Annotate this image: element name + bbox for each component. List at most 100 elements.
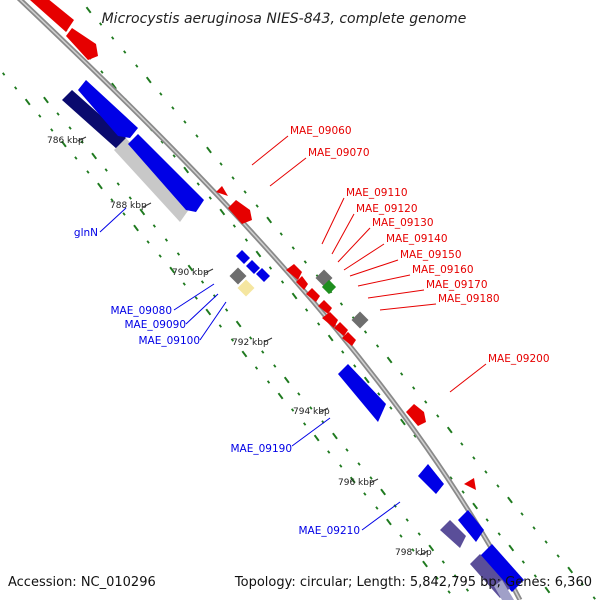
gene-arrow[interactable] xyxy=(66,28,98,60)
gene-box-gray[interactable] xyxy=(229,267,247,285)
gc-dot xyxy=(104,168,108,172)
gene-arrow[interactable] xyxy=(494,580,514,600)
gc-dot xyxy=(206,146,212,154)
gene-arrow[interactable] xyxy=(338,364,386,422)
gene-arrow[interactable] xyxy=(286,264,302,280)
gc-dot xyxy=(436,414,440,418)
gc-dot xyxy=(171,106,175,110)
gene-arrow[interactable] xyxy=(78,80,138,138)
gc-dot xyxy=(208,196,212,200)
gene-arrow[interactable] xyxy=(342,332,356,346)
gene-arrow[interactable] xyxy=(228,200,252,224)
gc-dot xyxy=(303,260,307,264)
gene-arrow[interactable] xyxy=(334,322,348,336)
gene-arrow[interactable] xyxy=(256,268,270,282)
gene-label-forward[interactable]: MAE_09150 xyxy=(400,249,462,261)
gene-label-forward[interactable]: MAE_09070 xyxy=(308,147,370,159)
gc-dot xyxy=(277,392,284,400)
gene-label-forward[interactable]: MAE_09200 xyxy=(488,353,550,365)
gene-arrow[interactable] xyxy=(128,134,204,212)
gc-dot xyxy=(266,380,271,384)
gc-dot xyxy=(400,372,404,376)
gene-arrow[interactable] xyxy=(296,276,308,290)
gene-arrow[interactable] xyxy=(480,544,524,592)
gc-dot xyxy=(411,548,415,552)
gc-dot xyxy=(363,376,370,384)
gc-dot xyxy=(218,324,222,328)
gene-arrow[interactable] xyxy=(440,520,466,548)
gc-dot xyxy=(268,266,273,270)
tick-label: 796 kbp xyxy=(338,478,375,488)
gene-label-forward[interactable]: MAE_09110 xyxy=(346,187,408,199)
gene-label-reverse[interactable]: MAE_09090 xyxy=(124,319,186,331)
gc-dot xyxy=(341,350,345,354)
gc-dot xyxy=(592,596,596,600)
gc-dot xyxy=(231,176,235,180)
gene-box-gray[interactable] xyxy=(351,311,369,329)
gc-dot xyxy=(255,250,262,258)
gene-arrow[interactable] xyxy=(318,300,332,314)
gene-arrow[interactable] xyxy=(306,288,320,302)
gc-dot xyxy=(283,376,290,384)
gc-dot xyxy=(461,490,465,494)
gc-dot xyxy=(428,544,435,552)
gc-dot xyxy=(219,208,226,216)
gene-arrow[interactable] xyxy=(418,464,444,494)
gene-arrow[interactable] xyxy=(114,138,190,222)
forward-gene-labels xyxy=(251,135,487,393)
gc-dot xyxy=(38,114,42,118)
gene-label-reverse[interactable]: MAE_09100 xyxy=(138,335,200,347)
gc-dot xyxy=(183,166,190,174)
gene-label-reverse[interactable]: MAE_09210 xyxy=(298,525,360,537)
gc-dot xyxy=(111,82,117,90)
gene-arrow[interactable] xyxy=(464,478,476,490)
gene-label-forward[interactable]: MAE_09120 xyxy=(356,203,418,215)
gene-arrow[interactable] xyxy=(216,186,228,196)
gene-label-forward[interactable]: MAE_09160 xyxy=(412,264,474,276)
gc-dot xyxy=(353,364,357,368)
gene-arrow[interactable] xyxy=(322,312,338,328)
gc-dot xyxy=(413,434,417,438)
gc-dot xyxy=(472,456,476,460)
gene-arrow[interactable] xyxy=(62,90,126,150)
gene-box-yellow[interactable] xyxy=(237,279,255,297)
gene-arrow[interactable] xyxy=(30,0,74,32)
backbone-arc-highlight xyxy=(19,0,521,600)
tick-mark xyxy=(419,550,429,556)
gene-label-reverse[interactable]: glnN xyxy=(74,227,98,239)
gc-dot xyxy=(291,292,298,300)
gc-dot xyxy=(183,120,187,124)
gc-dot xyxy=(244,238,249,242)
gc-dot xyxy=(485,518,489,522)
gene-arrow[interactable] xyxy=(458,510,484,542)
gene-box-green[interactable] xyxy=(321,279,337,295)
gc-dot xyxy=(460,442,464,446)
gc-dot xyxy=(164,238,169,242)
gc-dot xyxy=(172,154,176,158)
gc-dot xyxy=(224,308,229,312)
tick-label: 794 kbp xyxy=(293,407,330,417)
gc-dot xyxy=(279,232,283,236)
gene-label-reverse[interactable]: MAE_09190 xyxy=(230,443,292,455)
gene-label-forward[interactable]: MAE_09170 xyxy=(426,279,488,291)
gc-dot xyxy=(349,476,356,484)
gene-arrow[interactable] xyxy=(246,260,260,274)
gc-dot xyxy=(363,330,368,334)
gene-label-forward[interactable]: MAE_09140 xyxy=(386,233,448,245)
gene-label-forward[interactable]: MAE_09060 xyxy=(290,125,352,137)
gene-arrow[interactable] xyxy=(406,404,426,426)
gc-dot xyxy=(74,156,78,160)
gc-dot xyxy=(241,350,248,358)
gc-dot xyxy=(375,344,380,348)
gene-label-forward[interactable]: MAE_09180 xyxy=(438,293,500,305)
gene-label-reverse[interactable]: MAE_09080 xyxy=(110,305,172,317)
gc-dot xyxy=(377,392,381,396)
gene-label-forward[interactable]: MAE_09130 xyxy=(372,217,434,229)
gc-dot xyxy=(133,224,139,232)
gc-dot xyxy=(422,560,428,568)
gene-arrow[interactable] xyxy=(236,250,250,264)
gc-dot xyxy=(261,350,265,354)
gc-dot xyxy=(111,36,115,40)
gc-dot xyxy=(159,92,163,96)
